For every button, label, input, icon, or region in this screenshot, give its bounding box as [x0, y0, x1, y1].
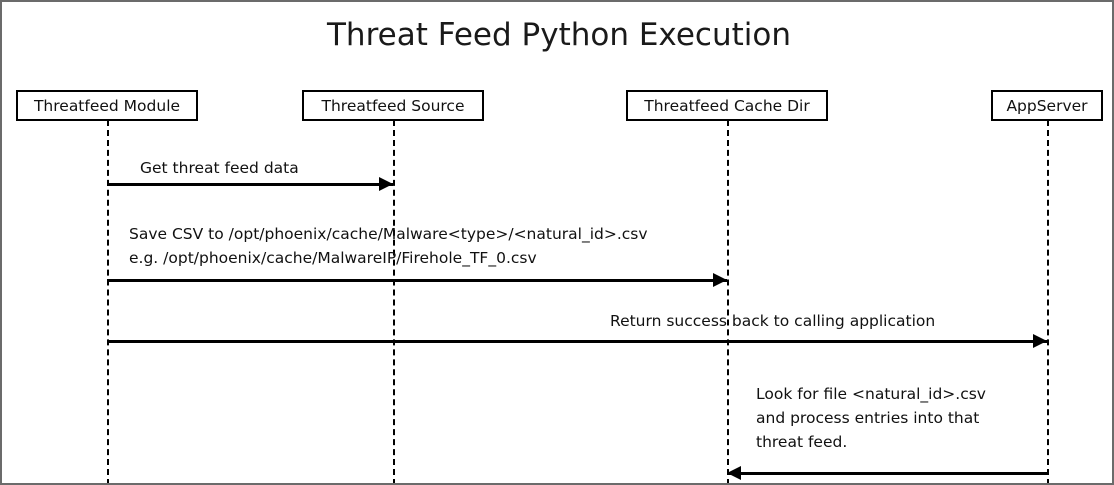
actor-label-threatfeed-cache-dir: Threatfeed Cache Dir: [644, 96, 810, 115]
page-title: Threat Feed Python Execution: [327, 17, 791, 53]
arrowhead-return-success: [1033, 334, 1047, 348]
message-label-return-success: Return success back to calling applicati…: [610, 309, 935, 333]
message-line-get-threat-feed-data: [107, 183, 393, 186]
message-label-line: Save CSV to /opt/phoenix/cache/Malware<t…: [129, 225, 648, 243]
actor-box-appserver[interactable]: AppServer: [991, 90, 1103, 121]
actor-box-threatfeed-source[interactable]: Threatfeed Source: [302, 90, 484, 121]
message-label-line: Return success back to calling applicati…: [610, 312, 936, 330]
message-line-save-csv: [107, 279, 727, 282]
message-label-line: Look for file <natural_id>.csv: [756, 385, 986, 403]
lifeline-appserver: [1047, 120, 1049, 483]
lifeline-threatfeed-cache-dir: [727, 120, 729, 483]
actor-label-threatfeed-source: Threatfeed Source: [321, 96, 465, 115]
actor-box-threatfeed-module[interactable]: Threatfeed Module: [16, 90, 198, 121]
arrowhead-save-csv: [713, 273, 727, 287]
message-label-line: e.g. /opt/phoenix/cache/MalwareIP/Fireho…: [129, 249, 537, 267]
message-label-line: Get threat feed data: [140, 159, 299, 177]
arrowhead-get-threat-feed-data: [379, 177, 393, 191]
message-label-get-threat-feed-data: Get threat feed data: [140, 156, 299, 180]
message-line-look-for-file: [727, 472, 1047, 475]
actor-label-appserver: AppServer: [1006, 96, 1088, 115]
message-label-line: and process entries into that: [756, 409, 980, 427]
lifeline-threatfeed-source: [393, 120, 395, 483]
message-line-return-success: [107, 340, 1047, 343]
message-label-save-csv: Save CSV to /opt/phoenix/cache/Malware<t…: [129, 222, 648, 270]
arrowhead-look-for-file: [727, 466, 741, 480]
message-label-line: threat feed.: [756, 433, 848, 451]
actor-box-threatfeed-cache-dir[interactable]: Threatfeed Cache Dir: [626, 90, 828, 121]
lifeline-threatfeed-module: [107, 120, 109, 483]
actor-label-threatfeed-module: Threatfeed Module: [33, 96, 181, 115]
